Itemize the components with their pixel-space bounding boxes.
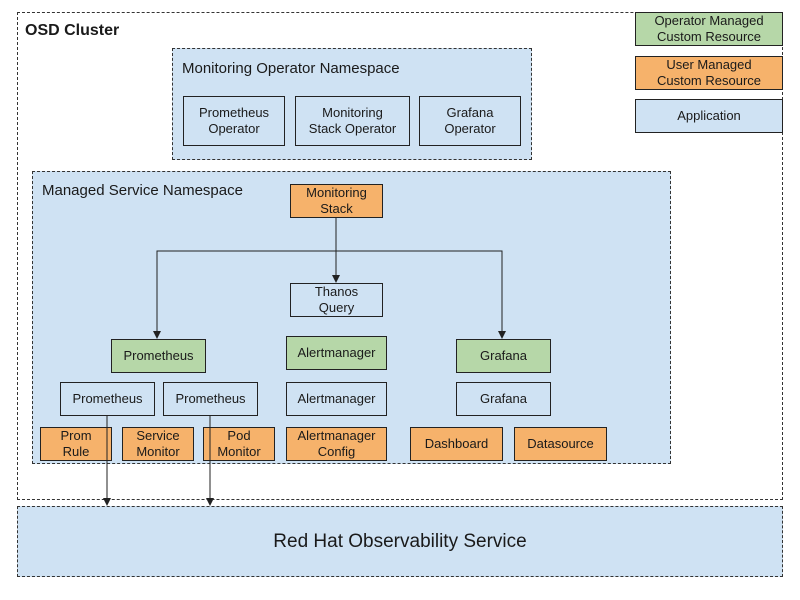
datasource: Datasource [514, 427, 607, 461]
alertmanager-application: Alertmanager [286, 382, 387, 416]
service-monitor-label: Service Monitor [136, 428, 180, 459]
prometheus-custom-resource-label: Prometheus [123, 348, 194, 363]
legend-application: Application [635, 99, 783, 133]
legend-application-label: Application [677, 108, 741, 123]
pod-monitor: Pod Monitor [203, 427, 275, 461]
grafana-application-label: Grafana [480, 391, 527, 406]
osd-cluster-boundary [17, 12, 783, 500]
dashboard: Dashboard [410, 427, 503, 461]
monitoring-stack: Monitoring Stack [290, 184, 383, 218]
legend-user-managed: User Managed Custom Resource [635, 56, 783, 90]
service-monitor: Service Monitor [122, 427, 194, 461]
observability-service-box [17, 506, 783, 577]
grafana-custom-resource-label: Grafana [480, 348, 527, 363]
prom-rule: Prom Rule [40, 427, 112, 461]
grafana-application: Grafana [456, 382, 551, 416]
monitoring-operator-namespace-title: Monitoring Operator Namespace [182, 60, 400, 77]
alertmanager-config-label: Alertmanager Config [297, 428, 376, 459]
prometheus-custom-resource: Prometheus [111, 339, 206, 373]
monitoring-stack-operator-label: Monitoring Stack Operator [308, 105, 397, 136]
prometheus-application-1-label: Prometheus [72, 391, 143, 406]
prometheus-operator-label: Prometheus Operator [198, 105, 270, 136]
prometheus-application-2: Prometheus [163, 382, 258, 416]
monitoring-stack-label: Monitoring Stack [306, 185, 367, 216]
grafana-custom-resource: Grafana [456, 339, 551, 373]
dashboard-label: Dashboard [424, 436, 489, 451]
prometheus-application-2-label: Prometheus [175, 391, 246, 406]
observability-service-label: Red Hat Observability Service [273, 530, 527, 552]
prometheus-operator: Prometheus Operator [183, 96, 285, 146]
legend-operator-managed: Operator Managed Custom Resource [635, 12, 783, 46]
managed-service-namespace-title: Managed Service Namespace [42, 182, 243, 199]
grafana-operator: Grafana Operator [419, 96, 521, 146]
alertmanager-custom-resource: Alertmanager [286, 336, 387, 370]
datasource-label: Datasource [527, 436, 594, 451]
grafana-operator-label: Grafana Operator [444, 105, 496, 136]
legend-operator-managed-label: Operator Managed Custom Resource [654, 13, 764, 44]
pod-monitor-label: Pod Monitor [217, 428, 261, 459]
legend-user-managed-label: User Managed Custom Resource [656, 57, 762, 88]
thanos-query: Thanos Query [290, 283, 383, 317]
alertmanager-config: Alertmanager Config [286, 427, 387, 461]
prom-rule-label: Prom Rule [60, 428, 92, 459]
monitoring-stack-operator: Monitoring Stack Operator [295, 96, 410, 146]
alertmanager-custom-resource-label: Alertmanager [297, 345, 376, 360]
thanos-query-label: Thanos Query [314, 284, 359, 315]
prometheus-application-1: Prometheus [60, 382, 155, 416]
osd-cluster-title: OSD Cluster [25, 22, 120, 39]
alertmanager-application-label: Alertmanager [297, 391, 376, 406]
